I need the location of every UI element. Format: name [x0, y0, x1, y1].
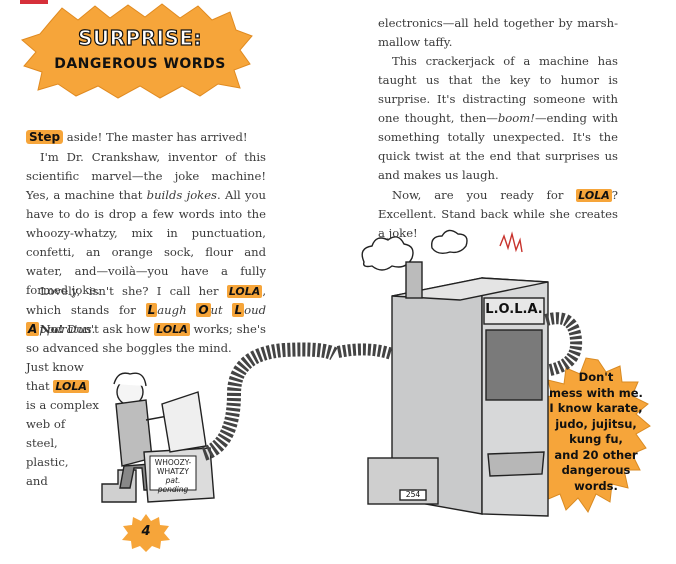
title-line-1: SURPRISE:: [77, 25, 203, 50]
lola-badge-4: LOLA: [576, 189, 612, 202]
wrap-line-1: Just know: [26, 360, 84, 374]
machine-window: [485, 329, 543, 401]
title-line-2: DANGEROUS WORDS: [54, 56, 226, 72]
box-lid: [161, 391, 207, 453]
output-slot: [487, 451, 545, 477]
p1-text: aside! The master has arrived!: [63, 130, 248, 144]
p3-end: .: [91, 322, 96, 336]
box-label-text: WHOOZY- WHATZY pat. pending: [154, 458, 192, 494]
hose-right: [544, 312, 583, 376]
p4-b: works; she's so advanced she boggles the…: [26, 322, 266, 355]
right-paragraph-3: Now, are you ready for LOLA? Excellent. …: [378, 186, 618, 243]
lola-badge-3: LOLA: [53, 380, 89, 393]
panel-number-text: 254: [405, 490, 421, 499]
left-paragraph-2: I'm Dr. Crankshaw, inventor of this scie…: [26, 148, 266, 300]
p3-mid: , which stands for: [26, 284, 266, 317]
right-paragraph-1: electronics—all held together by marsh-m…: [378, 16, 618, 49]
acronym-o: O: [196, 303, 211, 317]
inventor-hair: [113, 372, 147, 387]
chapter-title: SURPRISE: DANGEROUS WORDS: [20, 8, 260, 103]
inventor-illustration: [101, 342, 338, 503]
p4-bold: No!: [40, 322, 64, 336]
acronym-laugh: augh: [157, 303, 187, 317]
lola-badge: LOLA: [226, 285, 263, 298]
p2-italic: builds jokes: [146, 188, 218, 202]
wrap-text: Just know that LOLA is a complex web of …: [26, 358, 106, 491]
acronym-l: L: [145, 303, 158, 317]
p4-a: Don't ask how: [63, 322, 155, 336]
r2-b: —ending with something totally unexpecte…: [378, 111, 618, 182]
antenna: [499, 231, 523, 253]
r3-a: Now, are you ready for: [392, 188, 577, 202]
acronym-loud: oud: [244, 303, 267, 317]
right-paragraph-2: This crackerjack of a machine has taught…: [378, 52, 618, 185]
steam-cloud-right: [431, 229, 468, 255]
r2-a: This crackerjack of a machine has taught…: [378, 54, 618, 125]
wrap-line-3: is a complex: [26, 398, 99, 412]
steam-cloud-left: [361, 236, 414, 271]
left-paragraph-3: Lovely, isn't she? I call her LOLA, whic…: [26, 282, 266, 339]
r3-b: ? Excellent. Stand back while she create…: [378, 188, 618, 240]
wrap-line-7: and: [26, 474, 48, 488]
left-paragraph-4: No! Don't ask how LOLA works; she's so a…: [26, 320, 266, 358]
machine-top: [391, 277, 549, 301]
p3-start: Lovely, isn't she? I call her: [40, 284, 227, 298]
acronym-out: ut: [210, 303, 223, 317]
acronym-apparatus: pparatus: [39, 322, 92, 336]
left-paragraph-1: Step aside! The master has arrived!: [26, 128, 266, 147]
wrap-line-5: steel,: [26, 436, 58, 450]
chimney: [405, 261, 423, 299]
title-starburst: [21, 3, 253, 99]
corner-tab: [20, 0, 48, 4]
machine-sign-text: L.O.L.A.: [485, 302, 543, 317]
page-number: 4: [141, 524, 151, 539]
panel-display: [399, 489, 427, 501]
box-label: [149, 455, 197, 491]
lola-badge-2: LOLA: [154, 323, 190, 336]
wrap-line-2: that LOLA: [26, 379, 89, 393]
hose-left-machine: [336, 343, 394, 360]
wrap-line-6: plastic,: [26, 455, 69, 469]
lola-machine: [336, 229, 583, 517]
hose-left: [201, 342, 338, 461]
drop-word: Step: [26, 130, 64, 144]
lola-sign: [483, 297, 545, 325]
p2-text: I'm Dr. Crankshaw, inventor of this scie…: [26, 150, 266, 202]
acronym-l2: L: [232, 303, 245, 317]
wrap-line-4: web of: [26, 417, 66, 431]
acronym-a: A: [26, 322, 40, 336]
r2-boom: boom!: [497, 111, 535, 125]
p2-end: . All you have to do is drop a few words…: [26, 188, 266, 297]
speech-bubble-text: Don't mess with me. I know karate, judo,…: [549, 370, 643, 493]
page-number-burst: [122, 514, 170, 552]
